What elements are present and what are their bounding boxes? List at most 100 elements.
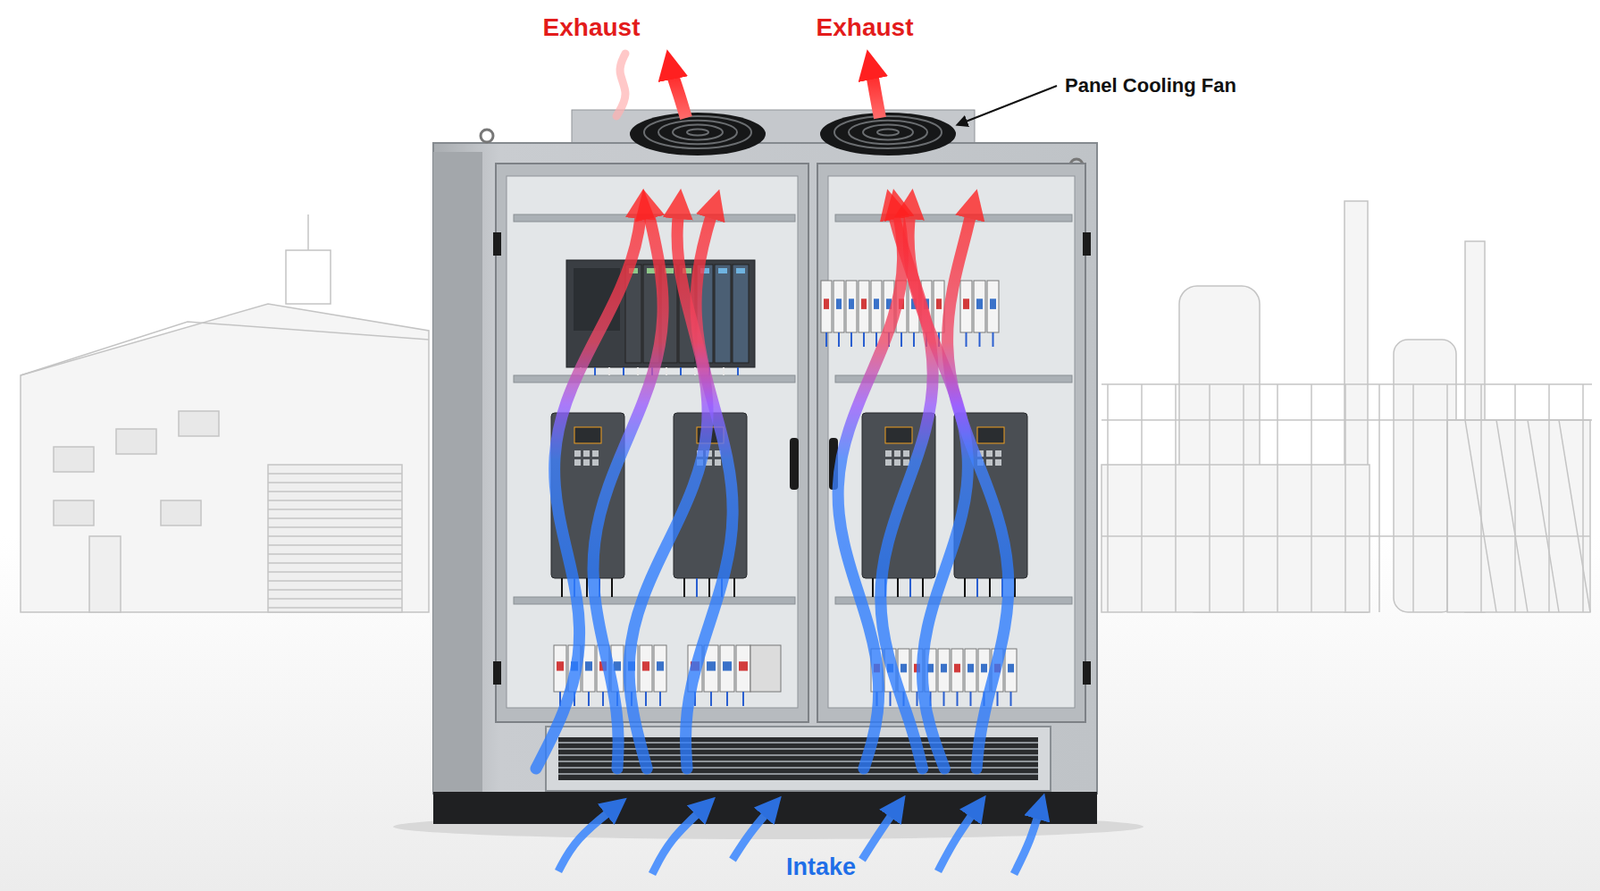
window	[178, 410, 219, 436]
drive-display	[885, 427, 913, 444]
wire	[645, 691, 647, 706]
wire	[586, 578, 588, 597]
wire	[665, 367, 668, 376]
circuit-breaker	[951, 648, 964, 692]
pipe-rack	[1514, 384, 1517, 612]
wire	[722, 367, 725, 376]
scaffold	[1527, 419, 1559, 612]
drive-display	[977, 427, 1005, 444]
pipe-rack	[1446, 384, 1449, 612]
breaker-toggle	[976, 298, 983, 310]
drive-display	[574, 427, 602, 444]
plc-module	[732, 264, 749, 363]
breaker-toggle	[936, 298, 942, 310]
wire	[889, 691, 892, 706]
breaker-toggle	[967, 663, 974, 673]
circuit-breaker	[987, 280, 999, 333]
pipe-rack	[1140, 384, 1143, 612]
drive-key	[592, 459, 599, 466]
drive-key	[894, 450, 901, 457]
wire	[694, 367, 696, 376]
intake-arrow	[652, 805, 706, 874]
breaker-toggle	[848, 298, 855, 310]
fan-ring	[686, 128, 709, 135]
callout-label: Panel Cooling Fan	[1064, 75, 1237, 97]
wire	[679, 367, 682, 376]
pipe-rack	[1582, 384, 1584, 612]
wire	[921, 578, 924, 597]
pipe-rack	[1480, 384, 1483, 612]
fan-ring	[834, 116, 942, 149]
wire	[996, 691, 999, 706]
circuit-breaker	[960, 280, 972, 333]
cabinet-body	[433, 142, 1098, 794]
plant-building	[1447, 419, 1591, 612]
wire	[850, 332, 853, 347]
wire	[862, 332, 865, 347]
wire	[913, 332, 915, 347]
wire	[837, 332, 840, 347]
breaker-toggle	[989, 298, 997, 310]
breaker-toggle	[861, 298, 867, 310]
wire	[875, 332, 878, 347]
drive-key	[995, 459, 1002, 466]
circuit-breaker	[846, 280, 857, 333]
wire	[825, 332, 828, 347]
power-supply	[750, 645, 781, 692]
exhaust-arrow	[870, 64, 880, 118]
door-slat	[268, 552, 403, 555]
wire	[683, 578, 686, 597]
breaker-toggle	[722, 661, 732, 671]
drive-key	[592, 450, 599, 457]
pipe-rack	[1242, 384, 1245, 612]
door-slat	[268, 481, 403, 484]
pipe	[1101, 383, 1592, 386]
breaker-toggle	[963, 298, 970, 310]
breaker-toggle	[642, 661, 650, 671]
pipe	[1101, 535, 1591, 537]
side-panel	[433, 151, 483, 794]
pipe	[1101, 418, 1592, 421]
wire	[992, 332, 995, 347]
grille-slat	[558, 747, 1039, 750]
din-rail	[513, 596, 796, 604]
pipe-rack	[1208, 384, 1211, 612]
module-led	[736, 268, 746, 274]
circuit-breaker	[1005, 648, 1017, 692]
airflow-label: Exhaust	[816, 14, 914, 42]
airflow-stream	[686, 203, 734, 769]
pipe-rack	[1412, 384, 1415, 612]
airflow-streams	[536, 203, 1009, 769]
door-hinge	[493, 232, 502, 256]
door-slat	[268, 508, 403, 511]
circuit-breaker	[582, 645, 595, 692]
wire	[909, 578, 912, 597]
wire	[979, 332, 981, 347]
pipe-rack	[1276, 384, 1279, 612]
din-rail	[835, 214, 1073, 222]
wire	[900, 332, 903, 347]
airflow-label: Intake	[786, 854, 856, 881]
door-slat	[268, 517, 403, 520]
wire	[636, 367, 639, 376]
grille-slat	[558, 760, 1039, 763]
wire	[710, 691, 713, 706]
wire	[963, 578, 966, 597]
intake-arrow	[732, 805, 773, 860]
circuit-breaker	[964, 648, 977, 692]
circuit-breaker	[720, 645, 735, 692]
breaker-toggle	[873, 298, 880, 310]
drive-key	[986, 459, 993, 466]
lifting-eye	[480, 129, 494, 143]
drive-key	[986, 450, 993, 457]
door-slat	[268, 544, 403, 546]
door-slat	[268, 588, 403, 591]
drive-key	[894, 459, 901, 466]
door-slat	[268, 570, 403, 573]
rooftop-unit	[285, 250, 331, 304]
breaker-toggle	[900, 663, 907, 673]
drive-key	[574, 459, 581, 466]
wire	[916, 691, 919, 706]
fan-ring	[877, 128, 899, 135]
